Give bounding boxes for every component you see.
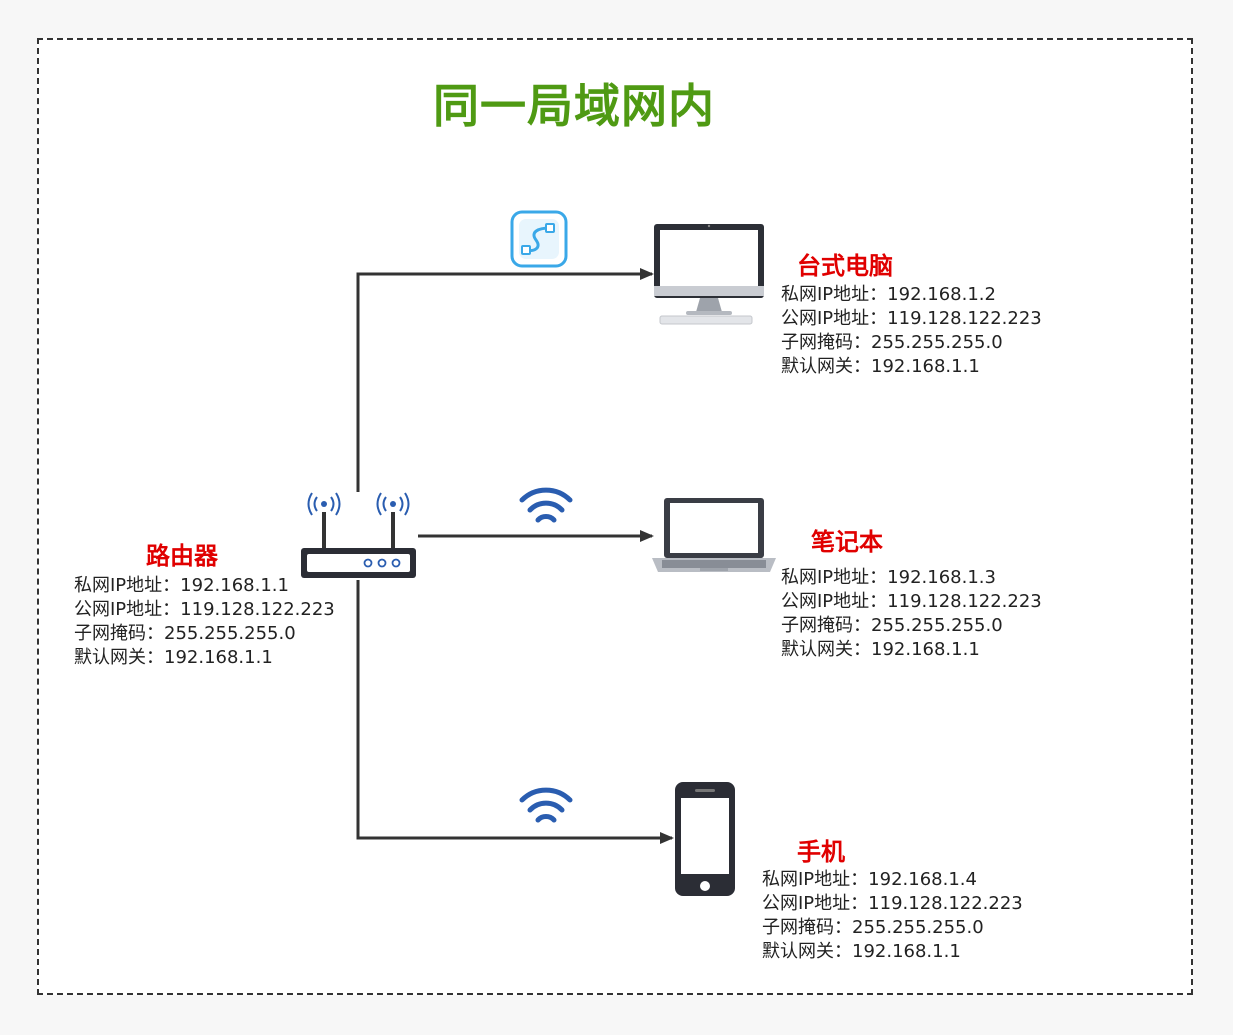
phone-name: 手机 — [797, 838, 845, 866]
info-row-default-gateway: 默认网关：192.168.1.1 — [74, 647, 273, 668]
connector-to-desktop — [356, 268, 654, 492]
desktop-computer-icon — [654, 224, 764, 325]
desktop-name: 台式电脑 — [797, 252, 893, 280]
router-info: 私网IP地址：192.168.1.1 公网IP地址：119.128.122.22… — [74, 574, 335, 670]
info-row-public-ip: 公网IP地址：119.128.122.223 — [74, 599, 335, 620]
lan-boundary-frame — [37, 38, 1193, 995]
info-row-private-ip: 私网IP地址：192.168.1.4 — [762, 869, 977, 890]
info-row-default-gateway: 默认网关：192.168.1.1 — [781, 639, 980, 660]
desktop-info: 私网IP地址：192.168.1.2 公网IP地址：119.128.122.22… — [781, 283, 1042, 379]
connector-to-phone — [356, 580, 674, 844]
ethernet-cable-icon — [510, 210, 568, 268]
smartphone-icon — [675, 782, 735, 896]
info-row-public-ip: 公网IP地址：119.128.122.223 — [781, 308, 1042, 329]
diagram-title: 同一局域网内 — [433, 79, 715, 133]
router-name: 路由器 — [146, 542, 218, 570]
info-row-private-ip: 私网IP地址：192.168.1.1 — [74, 575, 289, 596]
info-row-public-ip: 公网IP地址：119.128.122.223 — [762, 893, 1023, 914]
laptop-icon — [652, 498, 776, 572]
laptop-info: 私网IP地址：192.168.1.3 公网IP地址：119.128.122.22… — [781, 566, 1042, 662]
info-row-public-ip: 公网IP地址：119.128.122.223 — [781, 591, 1042, 612]
info-row-private-ip: 私网IP地址：192.168.1.3 — [781, 567, 996, 588]
info-row-private-ip: 私网IP地址：192.168.1.2 — [781, 284, 996, 305]
laptop-name: 笔记本 — [811, 528, 883, 556]
info-row-subnet-mask: 子网掩码：255.255.255.0 — [781, 332, 1003, 353]
wifi-icon — [519, 787, 573, 823]
wifi-icon — [519, 487, 573, 523]
info-row-subnet-mask: 子网掩码：255.255.255.0 — [781, 615, 1003, 636]
info-row-default-gateway: 默认网关：192.168.1.1 — [781, 356, 980, 377]
info-row-default-gateway: 默认网关：192.168.1.1 — [762, 941, 961, 962]
info-row-subnet-mask: 子网掩码：255.255.255.0 — [762, 917, 984, 938]
info-row-subnet-mask: 子网掩码：255.255.255.0 — [74, 623, 296, 644]
phone-info: 私网IP地址：192.168.1.4 公网IP地址：119.128.122.22… — [762, 868, 1023, 964]
router-icon — [300, 492, 418, 580]
